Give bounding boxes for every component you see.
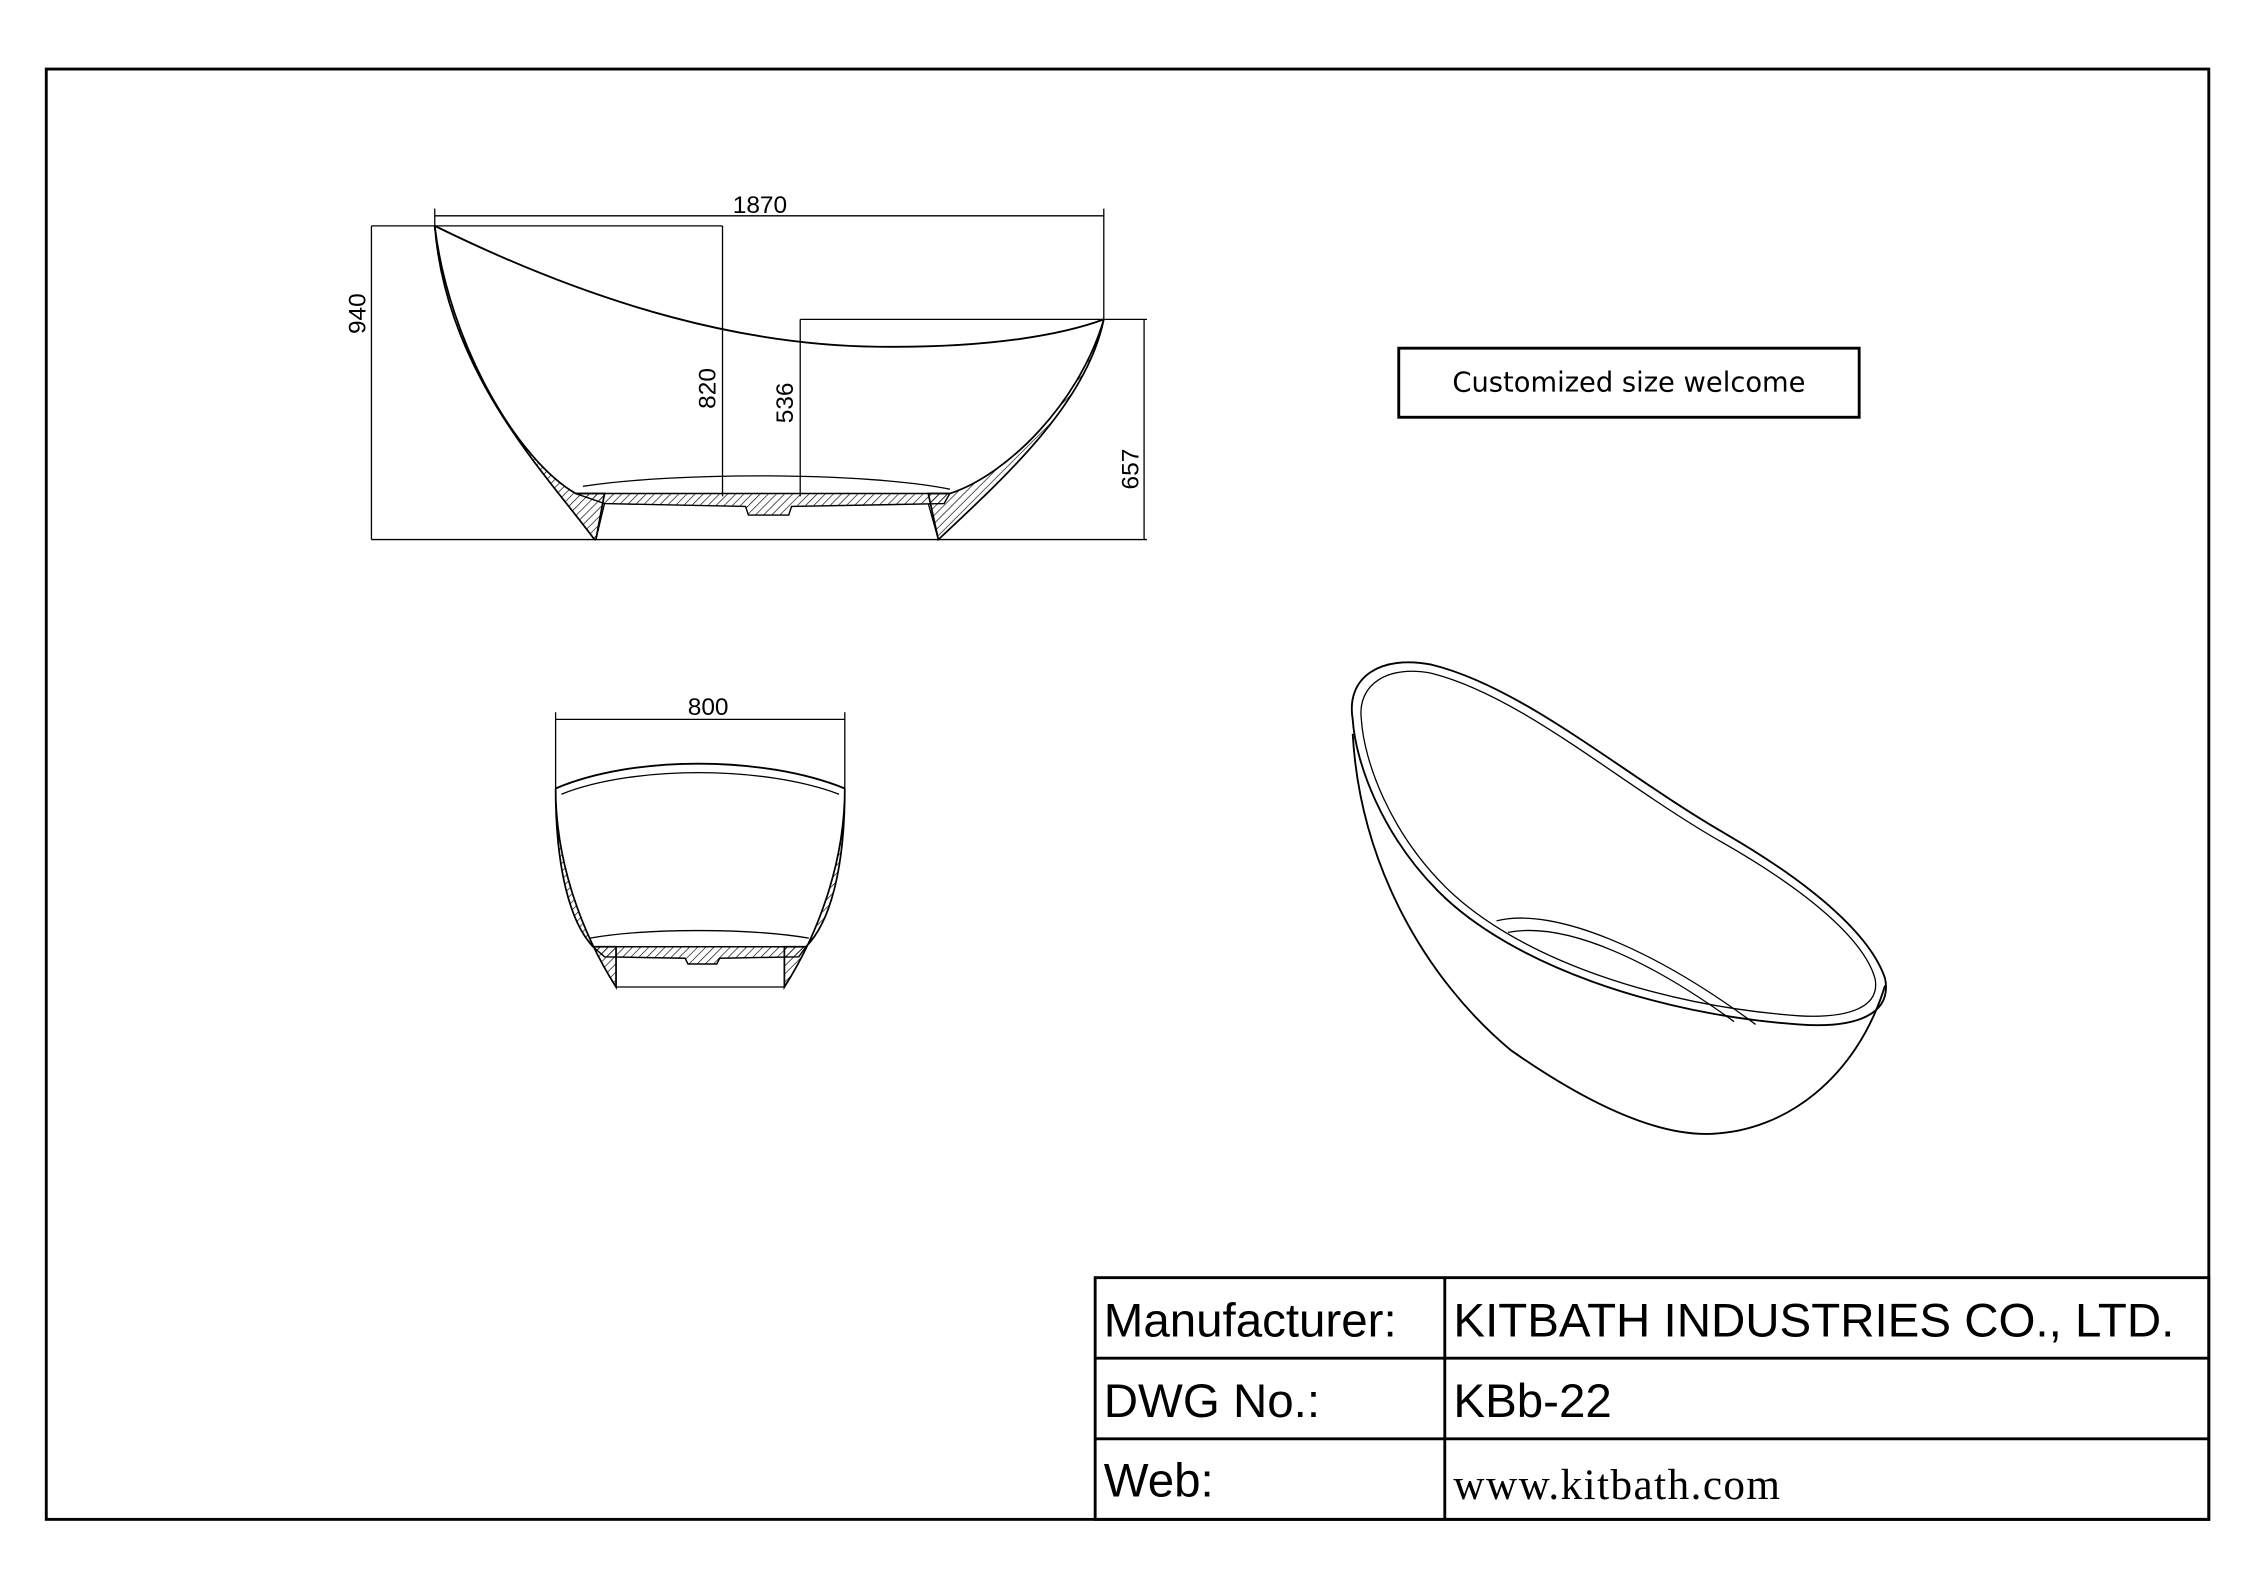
end-view: 800	[554, 694, 846, 990]
manufacturer-value: KITBATH INDUSTRIES CO., LTD.	[1453, 1295, 2174, 1348]
dim-depth-low: 536	[772, 382, 799, 423]
dim-length: 1870	[733, 192, 787, 219]
dim-end-height: 657	[1117, 449, 1144, 490]
end-left-wall	[554, 788, 617, 990]
left-wall-section	[433, 225, 606, 541]
dim-width: 800	[688, 694, 729, 721]
web-value: www.kitbath.com	[1453, 1462, 1781, 1509]
end-floor	[591, 946, 808, 965]
title-block: Manufacturer: KITBATH INDUSTRIES CO., LT…	[1093, 1276, 2211, 1521]
floor-section	[575, 492, 952, 516]
note-text: Customized size welcome	[1452, 367, 1805, 398]
web-label: Web:	[1104, 1454, 1214, 1507]
rim-curve	[434, 225, 1105, 348]
end-right-wall	[783, 788, 846, 990]
plinth	[595, 503, 939, 540]
front-view: 1870 940 820 536 657	[345, 192, 1147, 542]
note-box	[1397, 346, 1861, 419]
isometric-view	[1350, 661, 1887, 1135]
right-wall-section	[927, 319, 1105, 542]
dwg-no-value: KBb-22	[1453, 1375, 1611, 1428]
dim-height: 940	[345, 293, 372, 334]
manufacturer-label: Manufacturer:	[1104, 1295, 1397, 1348]
dim-depth-high: 820	[694, 368, 721, 409]
dwg-no-label: DWG No.:	[1104, 1375, 1320, 1428]
floor-curve	[582, 475, 950, 490]
